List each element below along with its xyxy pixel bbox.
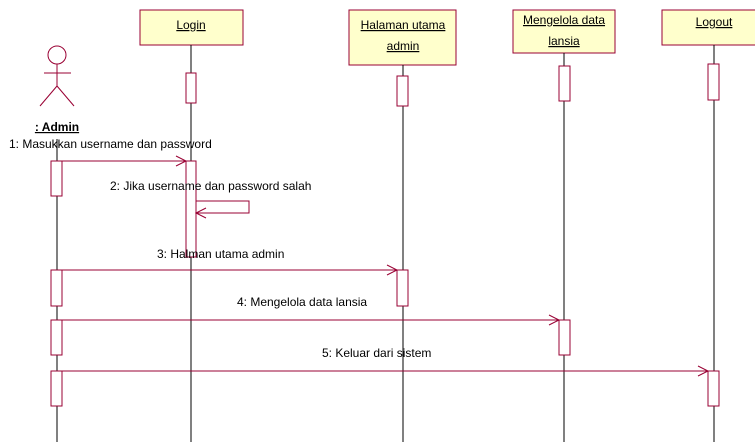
message-5-label: 5: Keluar dari sistem [322,346,431,360]
object-label-line: Mengelola data [523,13,605,27]
message-2-self-arrow [194,200,250,219]
actor-admin [39,45,75,107]
actor-head [47,45,67,65]
activation-halaman-1 [396,269,409,307]
actor-left-leg [39,85,58,107]
message-1-label: 1: Masukkan username dan password [9,137,212,151]
object-halaman-utama-admin: Halaman utama admin [348,9,457,66]
activations [50,63,720,407]
activation-admin-4 [50,370,63,407]
message-3-label: 3: Halman utama admin [157,247,284,261]
activation-mengelola-header [558,65,571,102]
object-box [661,9,755,46]
messages [62,155,710,377]
message-1-arrow [62,155,188,167]
activation-login-header [185,72,197,104]
object-label-line: Halaman utama [361,18,446,32]
activation-admin-3 [50,319,63,356]
object-label-line: Login [176,18,205,32]
object-box [348,9,457,66]
activation-login-1 [185,160,197,258]
actor-label: : Admin [35,120,79,134]
object-label-line: Logout [696,15,733,29]
object-mengelola-data-lansia: Mengelola data lansia [512,9,616,54]
object-logout: Logout [661,9,755,46]
activation-admin-2 [50,269,63,307]
message-2-label: 2: Jika username dan password salah [110,179,311,193]
message-5-arrow [62,365,710,377]
message-4-label: 4: Mengelola data lansia [237,295,367,309]
object-box [512,9,616,54]
activation-halaman-header [396,75,409,107]
message-4-arrow [62,314,561,326]
object-label-line: lansia [548,34,580,48]
activation-logout-header [707,63,720,101]
activation-mengelola-1 [558,319,571,356]
activation-admin-1 [50,160,63,197]
object-label-line: admin [387,39,420,53]
object-login: Login [139,9,244,46]
object-box [139,9,244,46]
actor-right-leg [56,85,75,107]
lifelines [56,45,715,442]
message-3-arrow [62,264,399,276]
activation-logout-1 [707,370,720,407]
